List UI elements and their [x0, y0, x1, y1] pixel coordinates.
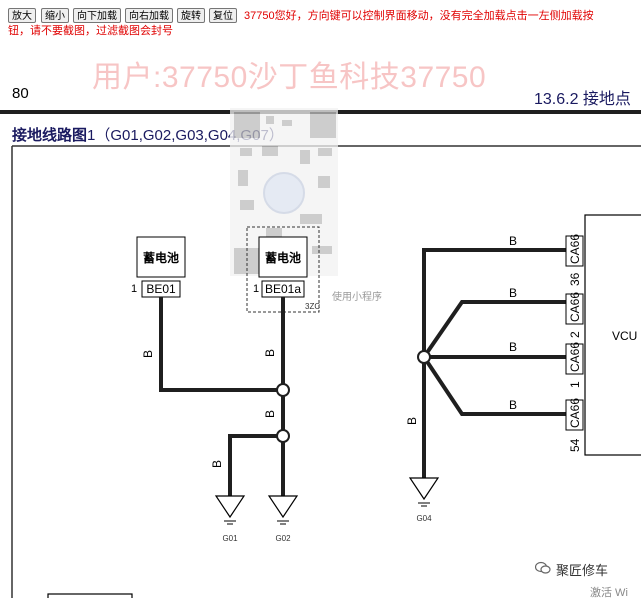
battery1-box: [136, 236, 186, 278]
wire-color-5: B: [509, 234, 517, 248]
vcu-connector-2: CA66 2: [565, 292, 584, 338]
splice-2: [276, 429, 290, 443]
vcu-connector-3-pin: 1: [568, 381, 582, 388]
battery1-connector: BE01: [146, 282, 176, 296]
vcu-connector-4-name: CA66: [568, 398, 582, 428]
bottom-partial-box: [47, 593, 133, 598]
reset-button[interactable]: 复位: [209, 8, 237, 23]
battery2-box: [258, 236, 308, 278]
wire-color-7: B: [509, 340, 517, 354]
vcu-connector-1-name: CA66: [568, 234, 582, 264]
rotate-button[interactable]: 旋转: [177, 8, 205, 23]
zoom-in-button[interactable]: 放大: [8, 8, 36, 23]
wire-color-1: B: [141, 350, 155, 358]
vcu-connector-1-pin: 36: [568, 272, 582, 286]
vcu-connector-4: CA66 54: [565, 398, 584, 452]
load-down-button[interactable]: 向下加载: [73, 8, 121, 23]
zoom-out-button[interactable]: 缩小: [41, 8, 69, 23]
ground-g02-symbol: [267, 495, 299, 525]
wire-color-8: B: [509, 398, 517, 412]
qr-caption: 使用小程序: [332, 290, 382, 303]
section-title: 13.6.2 接地点: [534, 91, 631, 108]
toolbar: 放大 缩小 向下加载 向右加载 旋转 复位 37750您好，方向键可以控制界面移…: [0, 0, 641, 40]
vcu-connector-4-pin: 54: [568, 438, 582, 452]
notice-text-line2: 钮，请不要截图，过滤截图会封号: [8, 25, 173, 37]
splice-1: [276, 383, 290, 397]
wire-color-2: B: [263, 349, 277, 357]
brand-sub: 激活 Wi: [590, 587, 628, 599]
vcu-box: [584, 214, 641, 456]
wire-color-9: B: [405, 417, 419, 425]
page-number: 80: [12, 85, 29, 102]
battery2-pin: 1: [253, 283, 259, 295]
watermark: 用户:37750沙丁鱼科技37750: [92, 61, 487, 94]
ground-g04-symbol: [408, 477, 440, 507]
splice-3: [417, 350, 431, 364]
load-right-button[interactable]: 向右加载: [125, 8, 173, 23]
vcu-connector-3: CA66 1: [565, 342, 584, 388]
vcu-name: VCU: [612, 329, 637, 343]
wire-color-4: B: [210, 460, 224, 468]
right-wires: [422, 248, 566, 478]
battery1-name: 蓄电池: [143, 250, 179, 265]
ground-g01-label: G01: [222, 534, 238, 543]
vcu-connector-2-pin: 2: [568, 331, 582, 338]
battery2-name: 蓄电池: [265, 250, 301, 265]
vcu-connector-2-name: CA66: [568, 292, 582, 322]
battery1-pin: 1: [131, 283, 137, 295]
vcu-connector-3-name: CA66: [568, 342, 582, 372]
ground-g01-symbol: [214, 495, 246, 525]
brand-name: 聚匠修车: [556, 563, 609, 578]
diagram-title-bold: 接地线路图: [12, 127, 88, 144]
wire-color-6: B: [509, 286, 517, 300]
wire-color-3: B: [263, 410, 277, 418]
vcu-connector-1: CA66 36: [565, 234, 584, 286]
ground-g02-label: G02: [275, 534, 291, 543]
battery2-tag: 3ZC: [305, 302, 320, 311]
battery2-connector: BE01a: [265, 282, 301, 296]
ground-g04-label: G04: [416, 514, 432, 523]
wechat-icon: [535, 561, 551, 574]
notice-text-line1: 37750您好，方向键可以控制界面移动，没有完全加载点击一左侧加载按: [244, 10, 594, 22]
